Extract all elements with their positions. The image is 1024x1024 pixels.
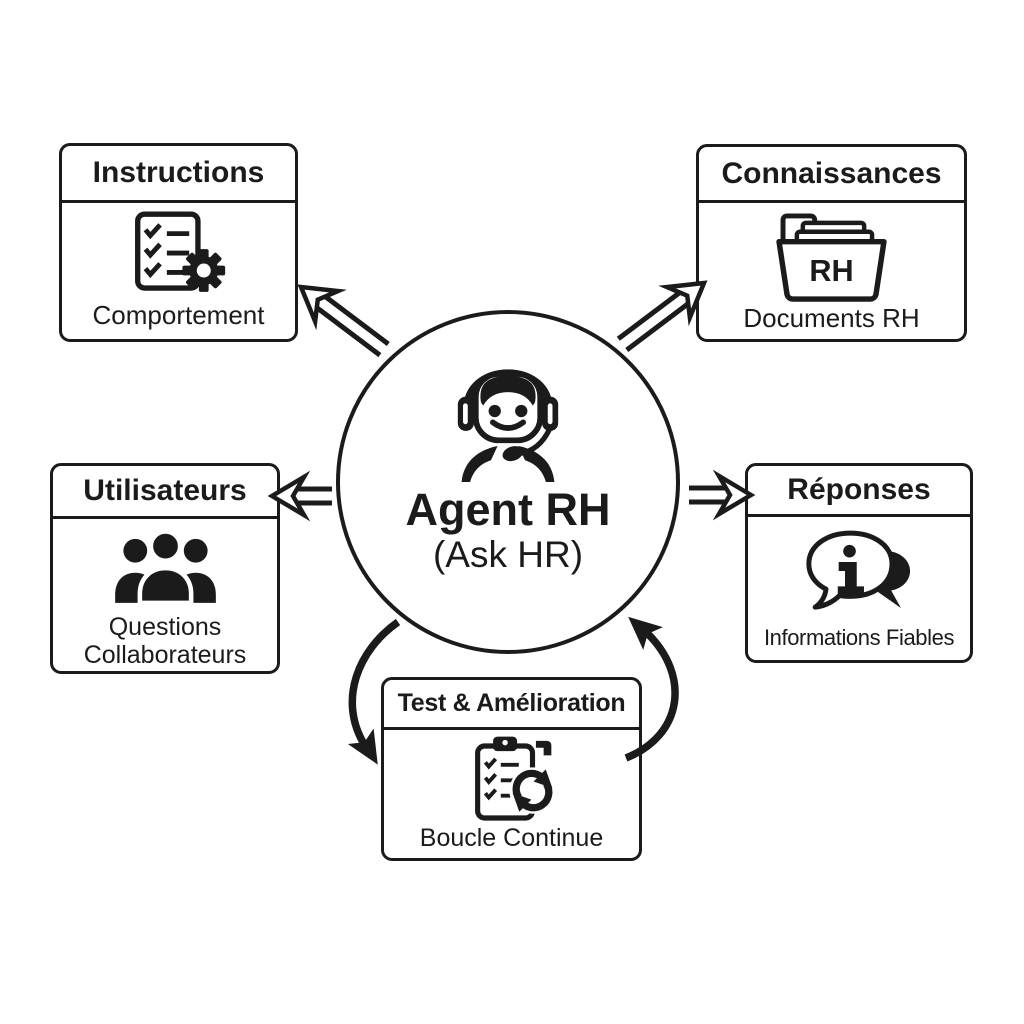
node-test-caption: Boucle Continue xyxy=(419,824,604,852)
node-reponses-caption: Informations Fiables xyxy=(763,625,955,651)
support-agent-icon xyxy=(457,369,559,482)
node-connaissances-title: Connaissances xyxy=(699,147,964,203)
node-test-title: Test & Amélioration xyxy=(384,680,639,730)
arrow-to-reponses xyxy=(689,469,756,521)
node-utilisateurs-caption-line2: Collaborateurs xyxy=(83,641,247,669)
clipboard-refresh-icon xyxy=(475,736,556,821)
node-instructions: Instructions C xyxy=(59,143,298,342)
rh-folder-icon: RH xyxy=(776,213,887,302)
agent-hub: Agent RH (Ask HR) xyxy=(336,310,680,654)
node-utilisateurs: Utilisateurs Questions Collaborateurs xyxy=(50,463,280,674)
folder-label: RH xyxy=(809,254,853,288)
info-speech-bubble-icon xyxy=(806,530,911,610)
people-icon xyxy=(114,529,216,606)
agent-title: Agent RH xyxy=(405,484,611,535)
node-test-amelioration: Test & Amélioration xyxy=(381,677,642,861)
node-instructions-caption: Comportement xyxy=(92,299,265,330)
info-i-glyph xyxy=(837,544,864,596)
node-reponses-title: Réponses xyxy=(748,466,970,517)
node-utilisateurs-title: Utilisateurs xyxy=(53,466,277,519)
gear-icon xyxy=(181,249,225,292)
node-instructions-title: Instructions xyxy=(62,146,295,203)
node-connaissances: Connaissances RH Documents RH xyxy=(696,144,967,342)
node-reponses: Réponses Informations Fiables xyxy=(745,463,973,663)
checklist-gear-icon xyxy=(134,211,225,292)
agent-subtitle: (Ask HR) xyxy=(432,534,584,576)
node-utilisateurs-caption-line1: Questions xyxy=(108,613,222,641)
refresh-arrows-icon xyxy=(512,769,553,812)
arrow-to-instructions xyxy=(297,284,390,358)
node-connaissances-caption: Documents RH xyxy=(743,303,920,333)
arrow-to-utilisateurs xyxy=(267,470,332,522)
